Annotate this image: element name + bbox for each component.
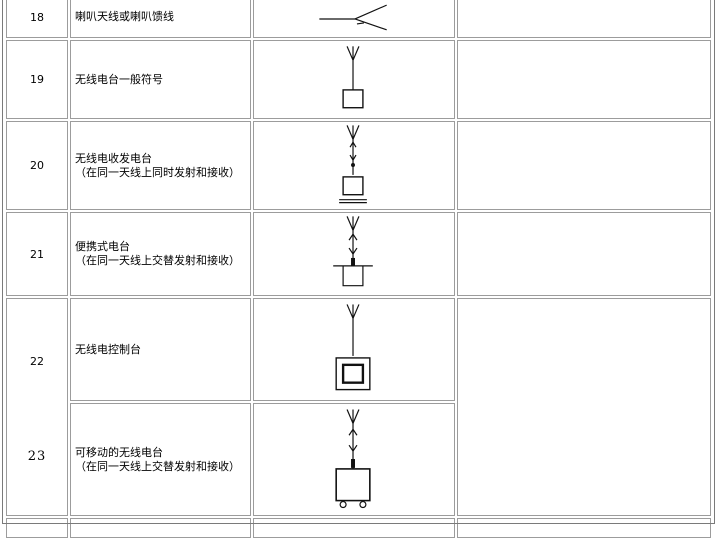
symbol-name: 可移动的无线电台 <box>75 445 163 459</box>
symbol-note: （在同一天线上交替发射和接收） <box>75 254 240 267</box>
row-number: 20 <box>6 121 68 210</box>
row-number-text: 23 <box>27 449 47 464</box>
radio-control-station-icon <box>335 304 371 391</box>
horn-antenna-feeder-icon <box>319 4 387 31</box>
radio-station-general-icon <box>342 46 364 109</box>
row-description: 便携式电台 （在同一天线上交替发射和接收） <box>70 212 251 296</box>
portable-station-icon <box>333 216 373 287</box>
remarks-cell <box>457 0 711 38</box>
row-number-group: 22 23 <box>6 298 68 516</box>
transceiver-station-icon <box>339 125 367 204</box>
row-description: 喇叭天线或喇叭馈线 <box>70 0 251 38</box>
symbol-cell <box>253 40 455 119</box>
remarks-cell <box>457 298 711 516</box>
row-number: 21 <box>6 212 68 296</box>
next-row-description <box>70 518 251 538</box>
next-row-symbol <box>253 518 455 538</box>
symbol-name: 喇叭天线或喇叭馈线 <box>75 10 174 23</box>
symbol-cell <box>253 121 455 210</box>
remarks-cell <box>457 121 711 210</box>
symbol-cell <box>253 298 455 401</box>
remarks-cell <box>457 212 711 296</box>
row-description: 无线电控制台 <box>70 298 251 401</box>
remarks-cell <box>457 40 711 119</box>
row-description: 无线电收发电台 （在同一天线上同时发射和接收） <box>70 121 251 210</box>
next-row-number <box>6 518 68 538</box>
row-number-text: 21 <box>30 247 44 261</box>
row-number-text: 18 <box>30 10 44 24</box>
symbol-name: 无线电台一般符号 <box>75 72 163 86</box>
row-description: 无线电台一般符号 <box>70 40 251 119</box>
symbol-cell <box>253 0 455 38</box>
row-number: 18 <box>6 0 68 38</box>
symbol-note: （在同一天线上同时发射和接收） <box>75 165 240 179</box>
row-number-text: 19 <box>30 73 44 86</box>
symbol-cell <box>253 403 455 516</box>
next-row-remarks <box>457 518 711 538</box>
symbol-note: （在同一天线上交替发射和接收） <box>75 459 240 473</box>
row-number-text: 22 <box>30 355 44 368</box>
row-number-text: 20 <box>30 159 44 172</box>
symbol-name: 无线电收发电台 <box>75 151 152 165</box>
symbol-name: 便携式电台 <box>75 240 130 253</box>
mobile-radio-station-icon <box>335 409 371 509</box>
symbol-cell <box>253 212 455 296</box>
symbol-name: 无线电控制台 <box>75 342 141 356</box>
row-description: 可移动的无线电台 （在同一天线上交替发射和接收） <box>70 403 251 516</box>
row-number: 19 <box>6 40 68 119</box>
